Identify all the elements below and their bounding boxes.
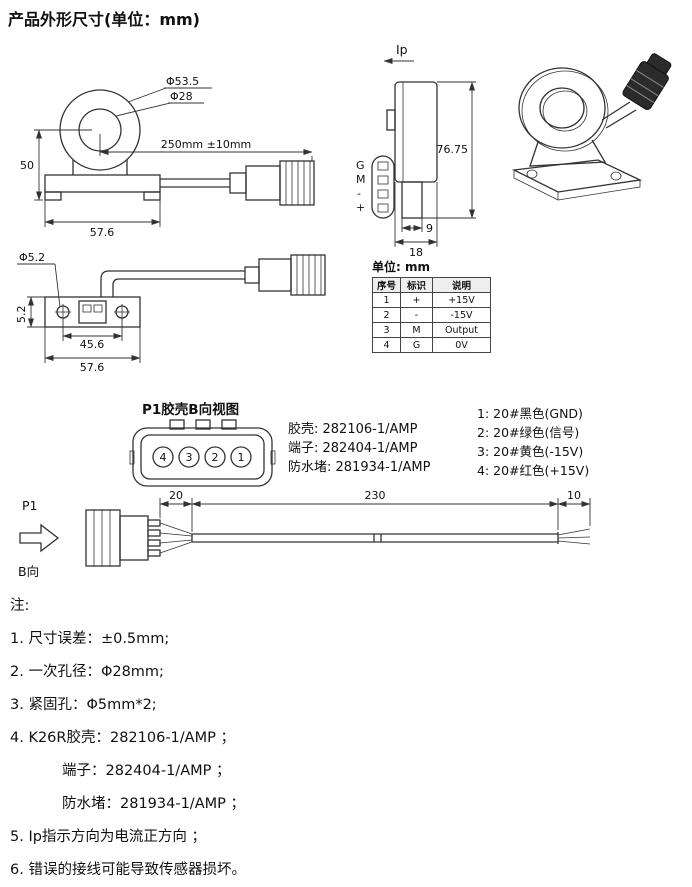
perspective-cable — [601, 101, 637, 129]
pin-label-g: G — [356, 159, 365, 172]
dim-base-width-label: 57.6 — [90, 226, 115, 239]
legend-line-3: 3: 20#黄色(-15V) — [477, 444, 584, 459]
pin-number-4: 4 — [160, 451, 167, 464]
dim-hole-diameter-label: Φ5.2 — [19, 251, 45, 264]
cable-dimensions: 20 230 10 — [159, 489, 591, 532]
legend-line-1: 1: 20#黑色(GND) — [477, 406, 583, 421]
cell-index: 3 — [372, 322, 401, 338]
connector-face: 4 3 2 1 — [129, 419, 276, 487]
cable-connector-front — [160, 160, 315, 206]
cell-desc: 0V — [432, 337, 491, 353]
dim-outer-diameter-label: Φ53.5 — [166, 75, 199, 88]
connector-side — [371, 155, 395, 219]
dim-body-depth-label: 18 — [409, 246, 423, 259]
pin-label-minus: - — [357, 187, 361, 200]
table-row: 3 M Output — [372, 322, 491, 338]
view-labels: P1 B向 — [18, 498, 60, 579]
note-item-6: 6. 错误的接线可能导致传感器损坏。 — [10, 862, 246, 878]
note-item-3: 3. 紧固孔：Φ5mm*2; — [10, 697, 157, 713]
part-line-shell: 胶壳: 282106-1/AMP — [288, 422, 418, 437]
page-title: 产品外形尺寸(单位：mm) — [8, 10, 200, 29]
table-header-desc: 说明 — [432, 277, 491, 293]
cell-mark: + — [400, 292, 433, 308]
table-row: 4 G 0V — [372, 337, 491, 353]
cable-assembly-drawing: P1 B向 — [18, 489, 591, 579]
dim-side-height-label: 76.75 — [437, 143, 469, 156]
cable-line — [159, 522, 591, 554]
notes-heading: 注: — [10, 598, 30, 614]
connector-face-drawing: 4 3 2 1 — [129, 419, 276, 487]
note-item-5: 5. Ip指示方向为电流正方向 ； — [10, 829, 207, 845]
table-row: 1 + +15V — [372, 292, 491, 308]
note-item-4c: 防水堵：281934-1/AMP ； — [62, 796, 245, 812]
bottom-dimensions: Φ5.2 5.2 45.6 57.6 — [15, 251, 141, 374]
bottom-cable — [100, 254, 326, 297]
cell-desc: +15V — [432, 292, 491, 308]
side-dimensions: 76.75 9 18 — [394, 81, 476, 259]
note-item-1: 1. 尺寸误差：±0.5mm; — [10, 631, 170, 647]
perspective-view-drawing — [511, 53, 672, 201]
p1-connector-drawing — [85, 509, 161, 567]
ring-sensor-front — [44, 89, 161, 201]
cell-desc: Output — [432, 322, 491, 338]
current-direction-indicator: Ip — [383, 42, 414, 64]
dim-bottom-width-label: 57.6 — [80, 361, 105, 374]
dim-plate-thickness-label: 5.2 — [15, 306, 28, 324]
dim-height-label: 50 — [20, 159, 34, 172]
perspective-ring — [518, 67, 609, 152]
cell-index: 2 — [372, 307, 401, 323]
table-header-index: 序号 — [372, 277, 401, 293]
notes-section: 注: 1. 尺寸误差：±0.5mm; 2. 一次孔径：Φ28mm; 3. 紧固孔… — [10, 596, 246, 881]
table-header-mark: 标识 — [400, 277, 433, 293]
table-row: 2 - -15V — [372, 307, 491, 323]
pin-number-2: 2 — [212, 451, 219, 464]
legend-line-2: 2: 20#绿色(信号) — [477, 425, 580, 440]
cell-mark: - — [400, 307, 433, 323]
connector-view-title: P1胶壳B向视图 — [142, 402, 240, 418]
cell-index: 1 — [372, 292, 401, 308]
perspective-bracket — [511, 139, 643, 201]
pin-number-1: 1 — [238, 451, 245, 464]
cell-mark: G — [400, 337, 433, 353]
note-item-2: 2. 一次孔径：Φ28mm; — [10, 664, 164, 680]
part-line-seal: 防水堵: 281934-1/AMP — [288, 460, 431, 475]
note-item-4b: 端子：282404-1/AMP ； — [62, 763, 231, 779]
cell-desc: -15V — [432, 307, 491, 323]
p1-label: P1 — [22, 498, 38, 513]
dim-connector-label: 20 — [169, 489, 183, 502]
dim-tail-label: 10 — [567, 489, 581, 502]
dim-cable-label: 230 — [365, 489, 386, 502]
dim-foot-depth-label: 9 — [426, 222, 433, 235]
direction-arrow-icon — [19, 523, 60, 553]
pin-labels: G M - + — [356, 159, 366, 214]
wire-color-legend: 1: 20#黑色(GND) 2: 20#绿色(信号) 3: 20#黄色(-15V… — [477, 404, 589, 480]
dim-hole-spacing-label: 45.6 — [80, 338, 105, 351]
current-label: Ip — [396, 42, 408, 57]
front-dimensions: Φ53.5 Φ28 50 250mm ±10mm 57.6 — [20, 75, 313, 239]
cell-index: 4 — [372, 337, 401, 353]
note-item-4: 4. K26R胶壳：282106-1/AMP ； — [10, 730, 235, 746]
cell-mark: M — [400, 322, 433, 338]
unit-label: 单位: mm — [372, 260, 430, 274]
b-direction-label: B向 — [18, 564, 39, 579]
legend-line-4: 4: 20#红色(+15V) — [477, 463, 590, 478]
connector-part-numbers: 胶壳: 282106-1/AMP 端子: 282404-1/AMP 防水堵: 2… — [288, 420, 430, 477]
side-view-drawing: Ip G M - + 76.75 — [356, 42, 476, 259]
pin-table: 序号 标识 说明 1 + +15V 2 - -15V 3 M Output — [372, 277, 491, 353]
bottom-view-drawing: Φ5.2 5.2 45.6 57.6 — [15, 251, 326, 374]
pin-label-m: M — [356, 173, 366, 186]
pin-number-3: 3 — [186, 451, 193, 464]
perspective-connector — [622, 53, 672, 111]
front-view-drawing: Φ53.5 Φ28 50 250mm ±10mm 57.6 — [20, 75, 315, 239]
pin-label-plus: + — [356, 201, 365, 214]
part-line-terminal: 端子: 282404-1/AMP — [288, 441, 418, 456]
dim-cable-length-label: 250mm ±10mm — [161, 138, 252, 151]
dim-inner-diameter-label: Φ28 — [170, 90, 193, 103]
sensor-body-side — [386, 81, 438, 219]
